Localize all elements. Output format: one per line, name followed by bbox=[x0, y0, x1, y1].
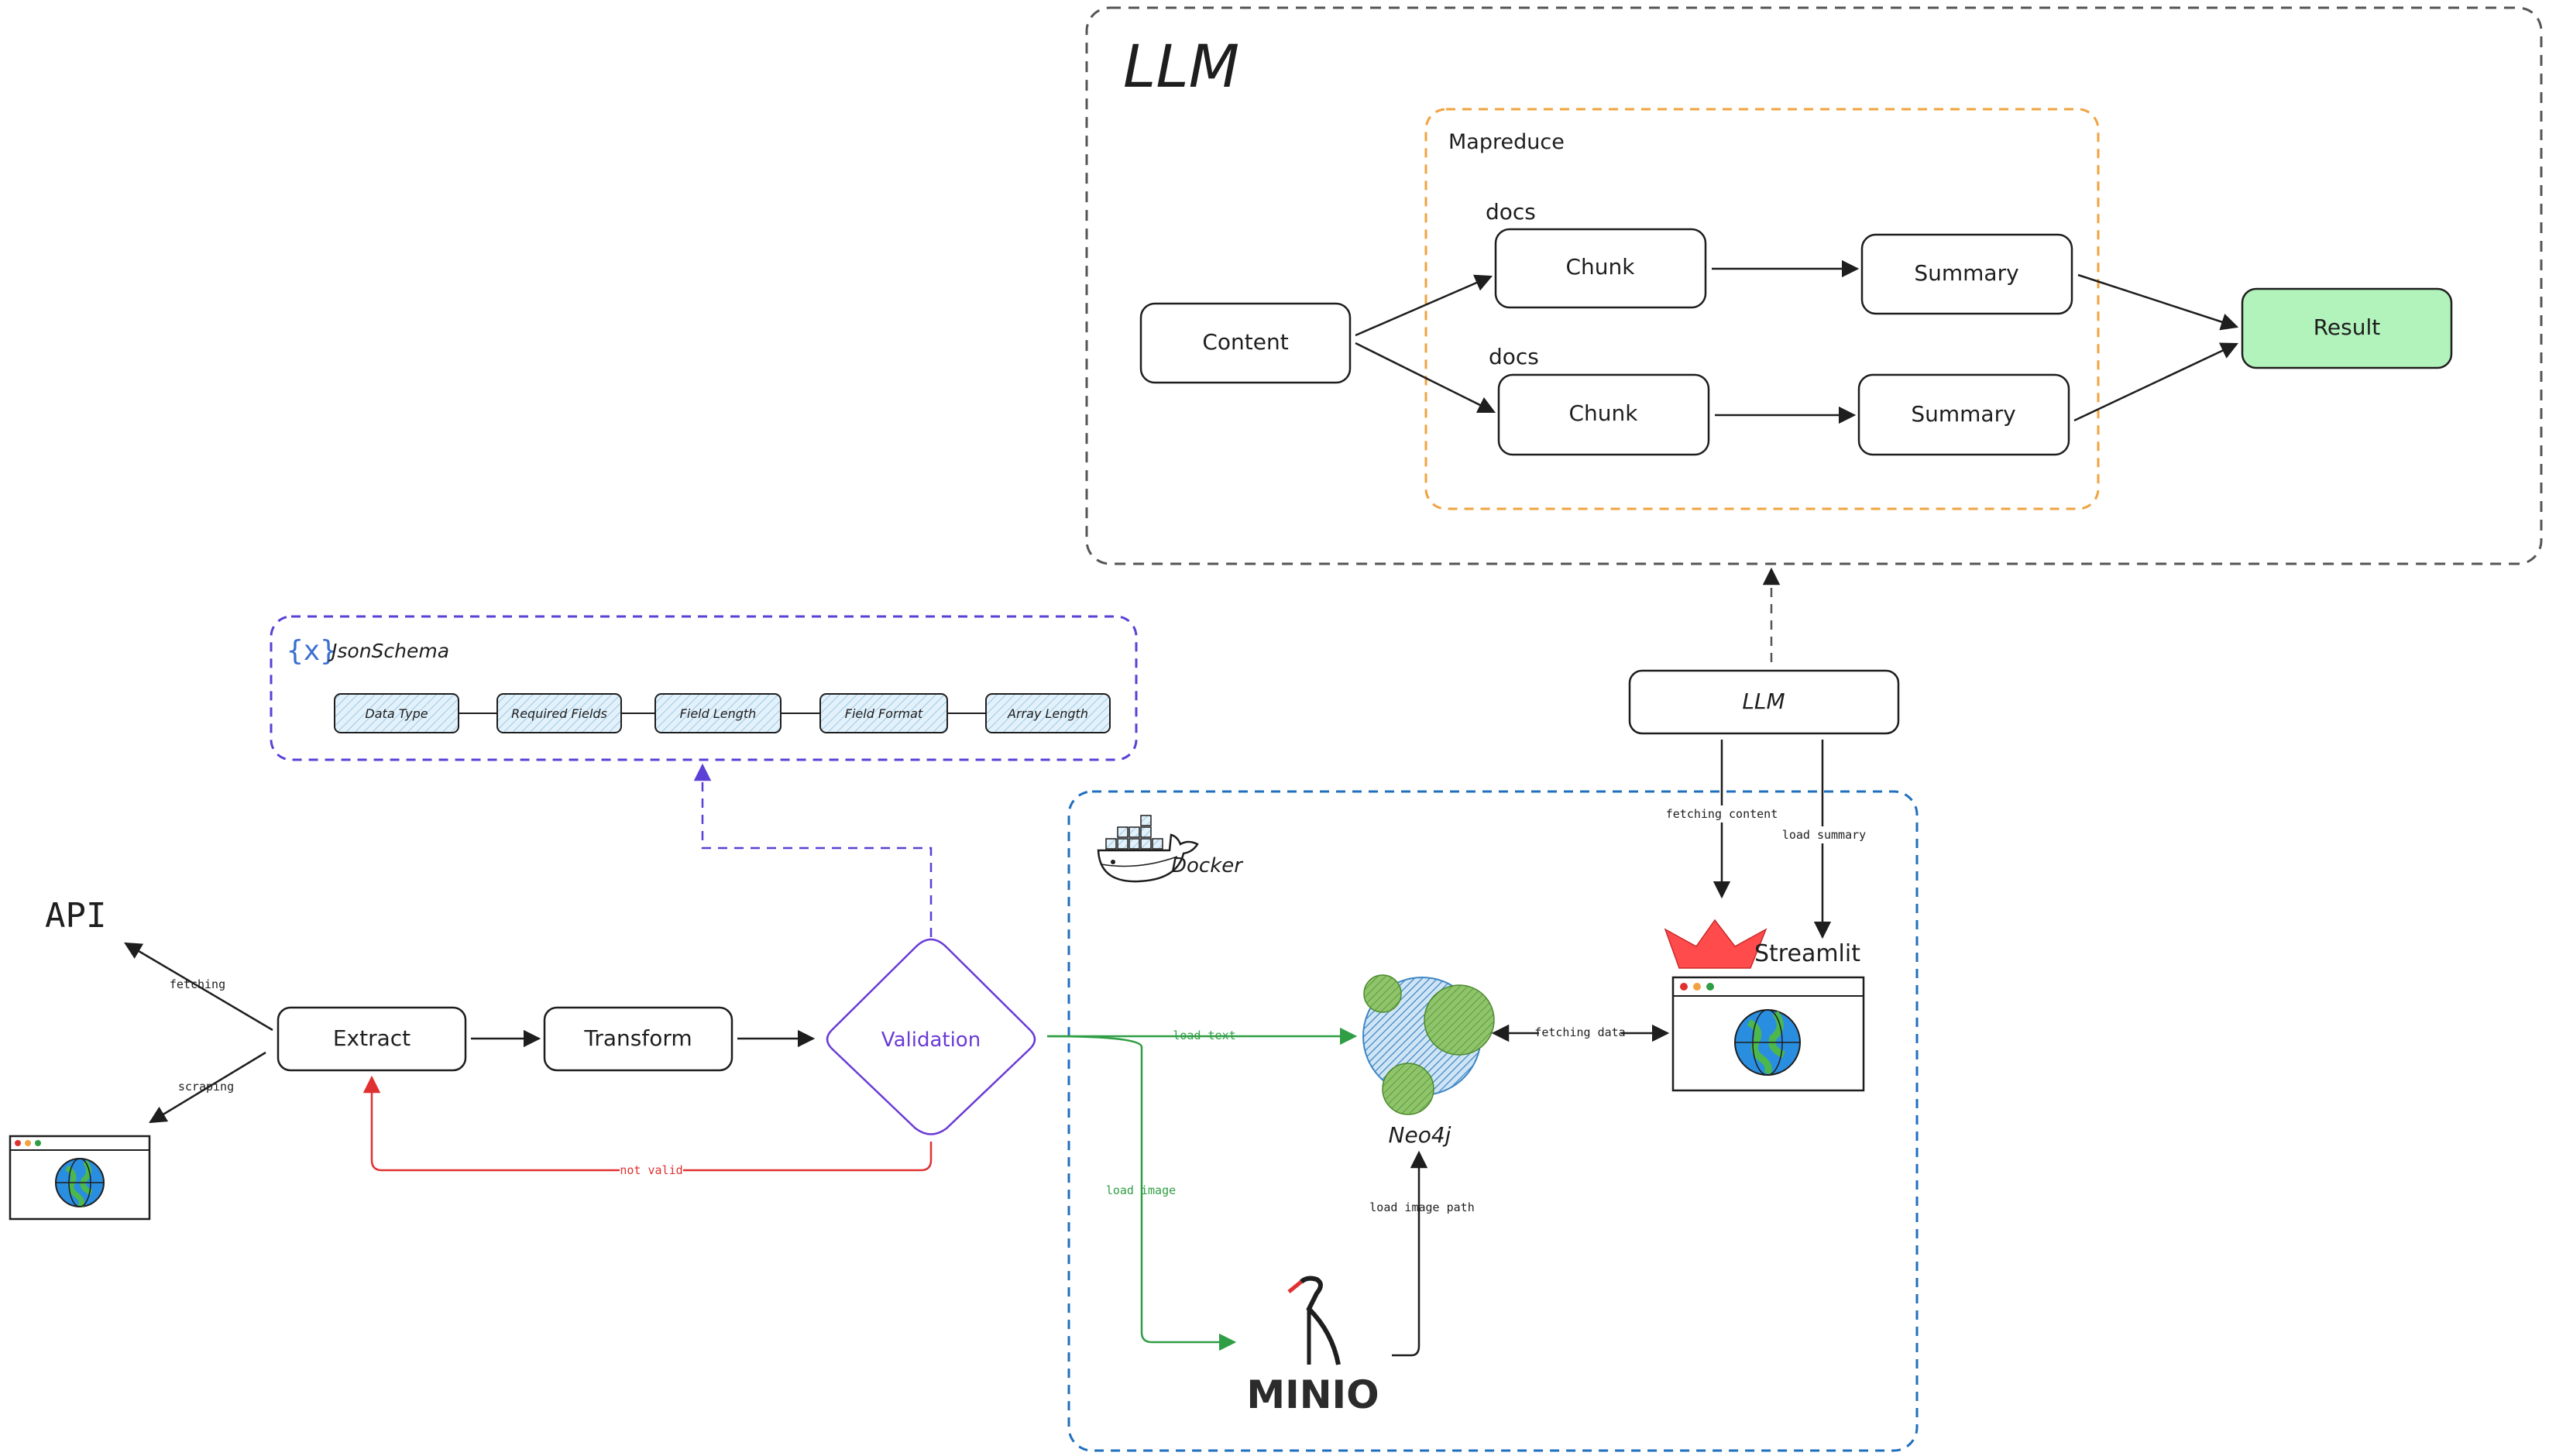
summary-node-bottom bbox=[1857, 373, 2070, 456]
streamlit-label: Streamlit bbox=[1754, 940, 1860, 967]
fetching-content-label: fetching content bbox=[1666, 807, 1778, 821]
load-summary-label: load summary bbox=[1782, 828, 1866, 842]
fetching-data-label: fetching data bbox=[1534, 1025, 1625, 1039]
not-valid-label: not valid bbox=[620, 1163, 682, 1177]
llm-frame bbox=[1085, 6, 2543, 565]
schema-field-box bbox=[985, 693, 1111, 733]
transform-node bbox=[543, 1006, 733, 1072]
llm-title: LLM bbox=[1123, 32, 1239, 101]
mapreduce-title: Mapreduce bbox=[1448, 130, 1565, 154]
json-schema-frame bbox=[270, 615, 1138, 761]
json-schema-section: {x} JsonSchema Data Type Required Fields F… bbox=[270, 615, 1138, 761]
summary-node-top bbox=[1860, 233, 2073, 315]
summary-label-top: Summary bbox=[1914, 260, 2018, 286]
chunk-node-bottom bbox=[1497, 373, 1710, 456]
arrow-load-image bbox=[1046, 1035, 1237, 1351]
load-text-label: load text bbox=[1173, 1028, 1235, 1042]
scraping-label: scraping bbox=[178, 1080, 234, 1094]
extract-node bbox=[277, 1006, 467, 1072]
neo4j-logo bbox=[1362, 974, 1495, 1115]
llm-node-label: LLM bbox=[1742, 689, 1785, 714]
arrow-extract-to-api bbox=[124, 942, 273, 1032]
api-label: API bbox=[45, 896, 106, 936]
arrow-validation-to-jsonschema bbox=[693, 763, 933, 937]
schema-field-label: Array Length bbox=[1007, 706, 1088, 721]
result-label: Result bbox=[2314, 314, 2381, 340]
fetching-data-label-bg bbox=[1539, 1025, 1621, 1042]
web-browser-icon bbox=[9, 1135, 151, 1221]
llm-node bbox=[1628, 669, 1900, 735]
load-image-label: load image bbox=[1106, 1183, 1176, 1197]
validation-label: Validation bbox=[881, 1028, 981, 1052]
load-summary-label-bg bbox=[1778, 826, 1871, 843]
mapreduce-frame bbox=[1424, 108, 2100, 510]
pipeline: API Extract Transform Validation fetchin… bbox=[9, 896, 1036, 1221]
schema-field-label: Data Type bbox=[365, 706, 428, 721]
arrow-load-image-path bbox=[1392, 1150, 1428, 1357]
docker-title: Docker bbox=[1171, 854, 1244, 877]
llm-section: LLM Mapreduce Content docs docs Chunk Ch… bbox=[1085, 6, 2543, 565]
minio-label: MINIO bbox=[1246, 1372, 1379, 1417]
streamlit-browser-icon bbox=[1671, 976, 1865, 1092]
load-image-path-label: load image path bbox=[1369, 1200, 1474, 1214]
arrow-summary-bottom-to-result bbox=[2073, 342, 2239, 422]
docker-whale-icon bbox=[1097, 815, 1199, 883]
arrow-content-to-chunk-bottom bbox=[1355, 342, 1496, 414]
result-node bbox=[2241, 287, 2453, 369]
arrow-content-to-chunk-top bbox=[1355, 274, 1493, 337]
docker-section: Docker Neo4j MINIO Streamlit bbox=[1046, 790, 1919, 1452]
content-label: Content bbox=[1202, 329, 1288, 355]
arrow-summary-top-to-result bbox=[2077, 273, 2239, 331]
transform-label: Transform bbox=[583, 1025, 692, 1051]
json-schema-title: JsonSchema bbox=[328, 640, 449, 662]
docker-frame bbox=[1067, 790, 1919, 1452]
content-node bbox=[1139, 302, 1352, 384]
chunk-label-bottom: Chunk bbox=[1568, 400, 1638, 426]
arrow-not-valid bbox=[362, 1075, 933, 1172]
fetching-content-label-bg bbox=[1665, 805, 1778, 822]
schema-field-label: Field Length bbox=[680, 706, 757, 721]
streamlit-logo bbox=[1664, 919, 1767, 969]
neo4j-label: Neo4j bbox=[1389, 1122, 1451, 1148]
chunk-node-top bbox=[1494, 228, 1707, 309]
not-valid-label-bg bbox=[620, 1162, 683, 1179]
schema-field-label: Field Format bbox=[845, 706, 923, 721]
summary-label-bottom: Summary bbox=[1911, 401, 2015, 427]
docs-label-top: docs bbox=[1486, 199, 1536, 225]
schema-fields: Data Type Required Fields Field Length Fiel… bbox=[334, 693, 1111, 733]
fetching-label: fetching bbox=[170, 977, 225, 991]
validation-node bbox=[826, 938, 1036, 1135]
extract-label: Extract bbox=[333, 1025, 411, 1051]
docs-label-bottom: docs bbox=[1489, 344, 1539, 369]
braces-x-icon: {x} bbox=[287, 635, 337, 667]
minio-logo: MINIO bbox=[1246, 1276, 1379, 1417]
chunk-label-top: Chunk bbox=[1565, 254, 1635, 280]
schema-field-label: Required Fields bbox=[511, 706, 607, 721]
arrow-extract-to-web bbox=[149, 1051, 266, 1124]
